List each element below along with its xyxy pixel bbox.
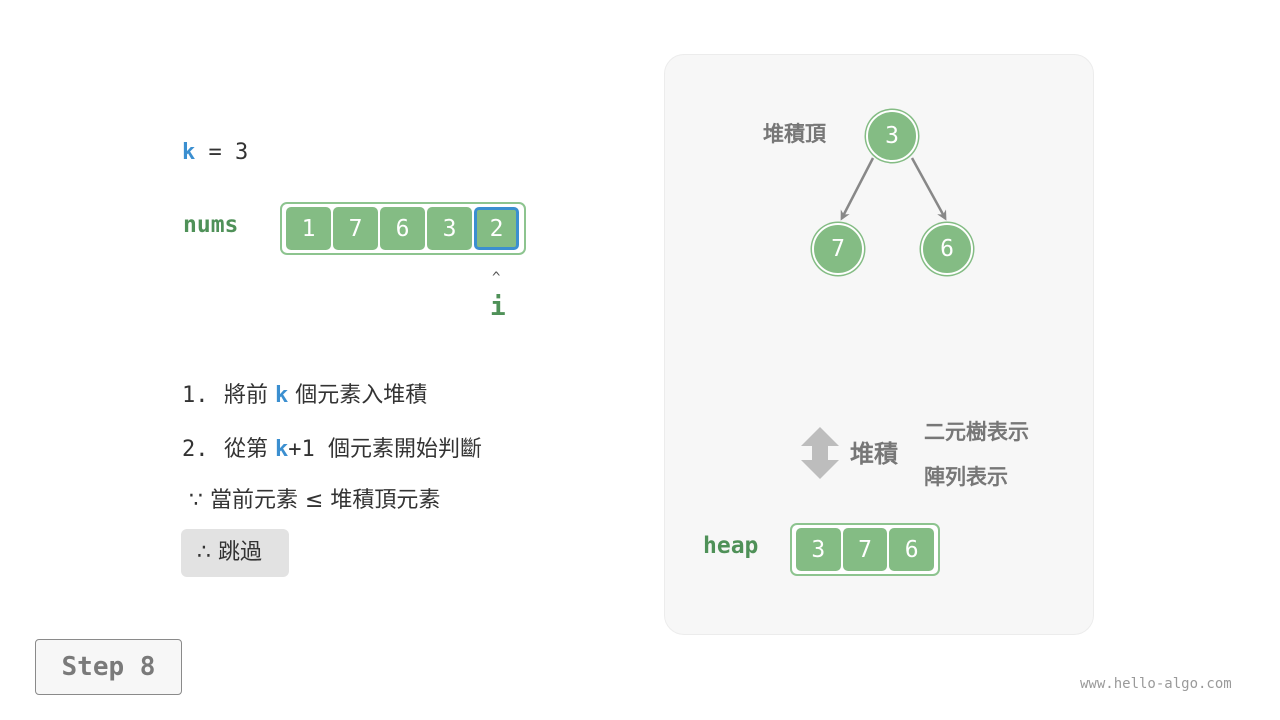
tree-node-right: 6	[921, 223, 973, 275]
step-keyword: k	[275, 383, 289, 408]
nums-cell: 7	[333, 207, 378, 250]
heap-label: heap	[703, 533, 759, 559]
step-text-post: +1 個元素開始判斷	[288, 437, 482, 462]
step-text-post: 個元素入堆積	[288, 383, 428, 408]
nums-label: nums	[183, 212, 239, 238]
heap-word: 堆積	[850, 440, 898, 468]
nums-cell: 1	[286, 207, 331, 250]
step-keyword: k	[275, 437, 289, 462]
step-text-pre: 從第	[224, 437, 275, 462]
step-number: 2.	[182, 437, 209, 462]
pointer-label: i	[490, 292, 506, 322]
heap-top-label: 堆積頂	[763, 122, 826, 146]
step-2: 2. 從第 k+1 個元素開始判斷	[182, 432, 482, 468]
step-number: 1.	[182, 383, 209, 408]
tree-node-root: 3	[866, 110, 918, 162]
conclusion-box: ∴ 跳過	[181, 529, 289, 577]
tree-node-left: 7	[812, 223, 864, 275]
watermark: www.hello-algo.com	[1080, 676, 1232, 692]
heap-cell: 6	[889, 528, 935, 571]
k-value: = 3	[208, 140, 249, 165]
repr-tree-label: 二元樹表示	[924, 420, 1029, 444]
pointer-arrow-icon: ^	[492, 270, 501, 286]
k-variable: k	[182, 140, 196, 165]
heap-array: 3 7 6	[790, 523, 940, 576]
nums-cell-current: 2	[474, 207, 519, 250]
k-assignment: k = 3	[182, 140, 248, 165]
nums-cell: 6	[380, 207, 425, 250]
double-arrow-icon	[801, 427, 839, 479]
condition-line: ∵ 當前元素 ≤ 堆積頂元素	[182, 488, 441, 513]
step-1: 1. 將前 k 個元素入堆積	[182, 378, 427, 414]
step-badge: Step 8	[35, 639, 182, 695]
repr-array-label: 陣列表示	[924, 465, 1008, 489]
nums-cell: 3	[427, 207, 472, 250]
nums-array: 1 7 6 3 2	[280, 202, 526, 255]
heap-cell: 3	[796, 528, 841, 571]
heap-cell: 7	[842, 528, 888, 571]
step-text-pre: 將前	[224, 383, 275, 408]
